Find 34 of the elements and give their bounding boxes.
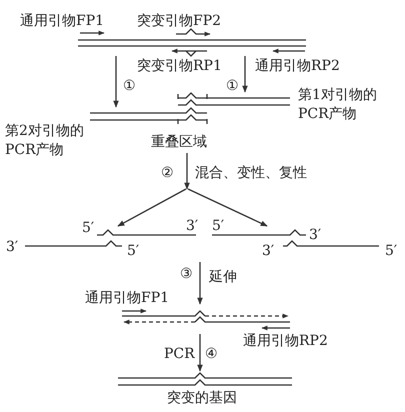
step-number: ① [123, 77, 136, 95]
dna-template-drawing [76, 28, 308, 54]
arrow [197, 334, 203, 372]
arrow [113, 56, 119, 108]
text-label: 3′ [186, 217, 198, 235]
text-label: 通用引物FP1 [85, 289, 170, 307]
step-number: ③ [180, 265, 193, 283]
step-number: ④ [205, 345, 218, 363]
edge-label: 混合、变性、复性 [194, 164, 308, 182]
text-label: 突变引物FP2 [137, 12, 222, 30]
arrow [188, 188, 268, 227]
text-label: 突变引物RP1 [137, 57, 222, 75]
text-label: 通用引物RP2 [255, 57, 340, 75]
text-label: 5′ [82, 219, 94, 237]
dna-fragment-drawing [88, 108, 210, 125]
region-label: 重叠区域 [151, 133, 223, 151]
text-label: 3′ [309, 226, 322, 244]
text-label: 5′ [385, 242, 398, 260]
text-label: 通用引物RP2 [243, 332, 328, 350]
step-number: ② [161, 164, 174, 182]
node-caption: 突变的基因 [167, 389, 238, 408]
text-label: 5′ [212, 217, 224, 235]
text-label: 5′ [127, 242, 140, 260]
text-label: 3′ [262, 242, 274, 260]
text-label: 3′ [6, 238, 18, 256]
arrow [184, 153, 190, 190]
arrow [197, 262, 203, 305]
arrow [242, 56, 248, 93]
arrow [117, 188, 186, 227]
edge-label: 延伸 [208, 268, 238, 286]
node-caption: 第1对引物的PCR产物 [298, 86, 378, 124]
step-number: ① [226, 77, 239, 95]
text-label: 通用引物FP1 [20, 12, 104, 30]
node-caption: 第2对引物的PCR产物 [5, 122, 85, 160]
